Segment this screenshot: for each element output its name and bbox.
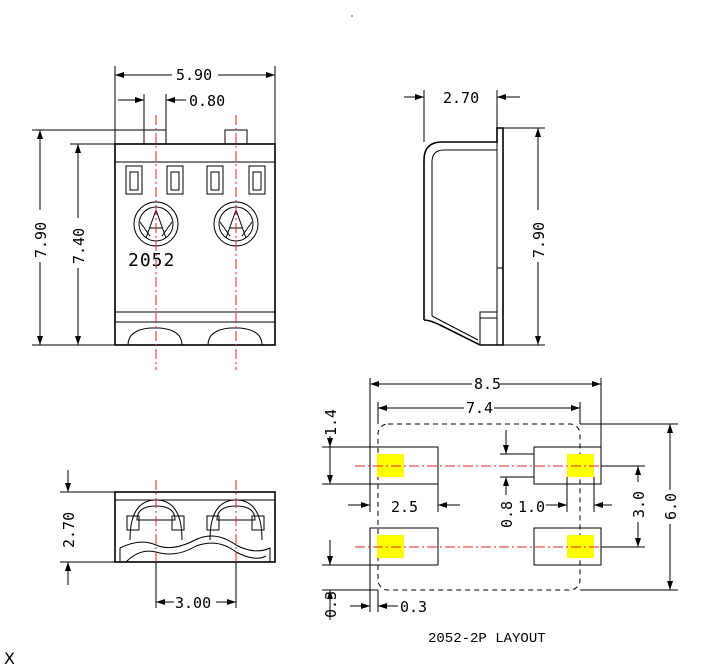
layout-title: 2052-2P LAYOUT bbox=[428, 631, 546, 647]
dim-bottom-height: 2.70 bbox=[60, 512, 78, 548]
dim-side-height: 7.90 bbox=[530, 222, 548, 258]
dim-front-pin-width: 0.80 bbox=[189, 92, 225, 110]
side-view: 2.70 7.90 bbox=[404, 89, 548, 346]
front-body bbox=[114, 143, 276, 346]
dim-layout-small-gap: 0.8 bbox=[498, 501, 516, 528]
dim-layout-outer-width: 8.5 bbox=[474, 375, 501, 393]
dim-layout-offset-left: 0.3 bbox=[322, 591, 340, 618]
dim-front-width: 5.90 bbox=[176, 66, 212, 84]
pcb-layout: 8.5 7.4 1.4 2.5 1.0 bbox=[322, 375, 680, 647]
dim-layout-outer-height: 6.0 bbox=[662, 493, 680, 520]
corner-mark: X bbox=[4, 649, 15, 668]
dim-side-depth: 2.70 bbox=[443, 89, 479, 107]
part-number-label: 2052 bbox=[128, 250, 175, 271]
layout-outline bbox=[377, 423, 581, 591]
dim-layout-pad-height: 1.4 bbox=[322, 409, 340, 436]
dim-layout-offset-right: 0.3 bbox=[400, 598, 427, 616]
dim-layout-inner-gap: 1.0 bbox=[518, 498, 545, 516]
bottom-view: 2.70 3.00 bbox=[60, 470, 276, 612]
front-pin-1 bbox=[143, 129, 167, 145]
contact-top-left bbox=[377, 454, 404, 477]
dim-front-body-height: 7.40 bbox=[70, 228, 88, 264]
dim-bottom-pitch: 3.00 bbox=[175, 594, 211, 612]
stray-dot bbox=[351, 15, 353, 17]
dim-front-total-height: 7.90 bbox=[32, 222, 50, 258]
side-body bbox=[423, 127, 504, 346]
front-view: 2052 5.90 0.80 7.90 bbox=[32, 66, 276, 370]
contact-bottom-left bbox=[377, 535, 404, 558]
dim-layout-row-pitch: 3.0 bbox=[630, 491, 648, 518]
bottom-body bbox=[114, 491, 276, 563]
dim-layout-pad-length: 2.5 bbox=[391, 498, 418, 516]
dim-layout-pad-span: 7.4 bbox=[466, 399, 493, 417]
